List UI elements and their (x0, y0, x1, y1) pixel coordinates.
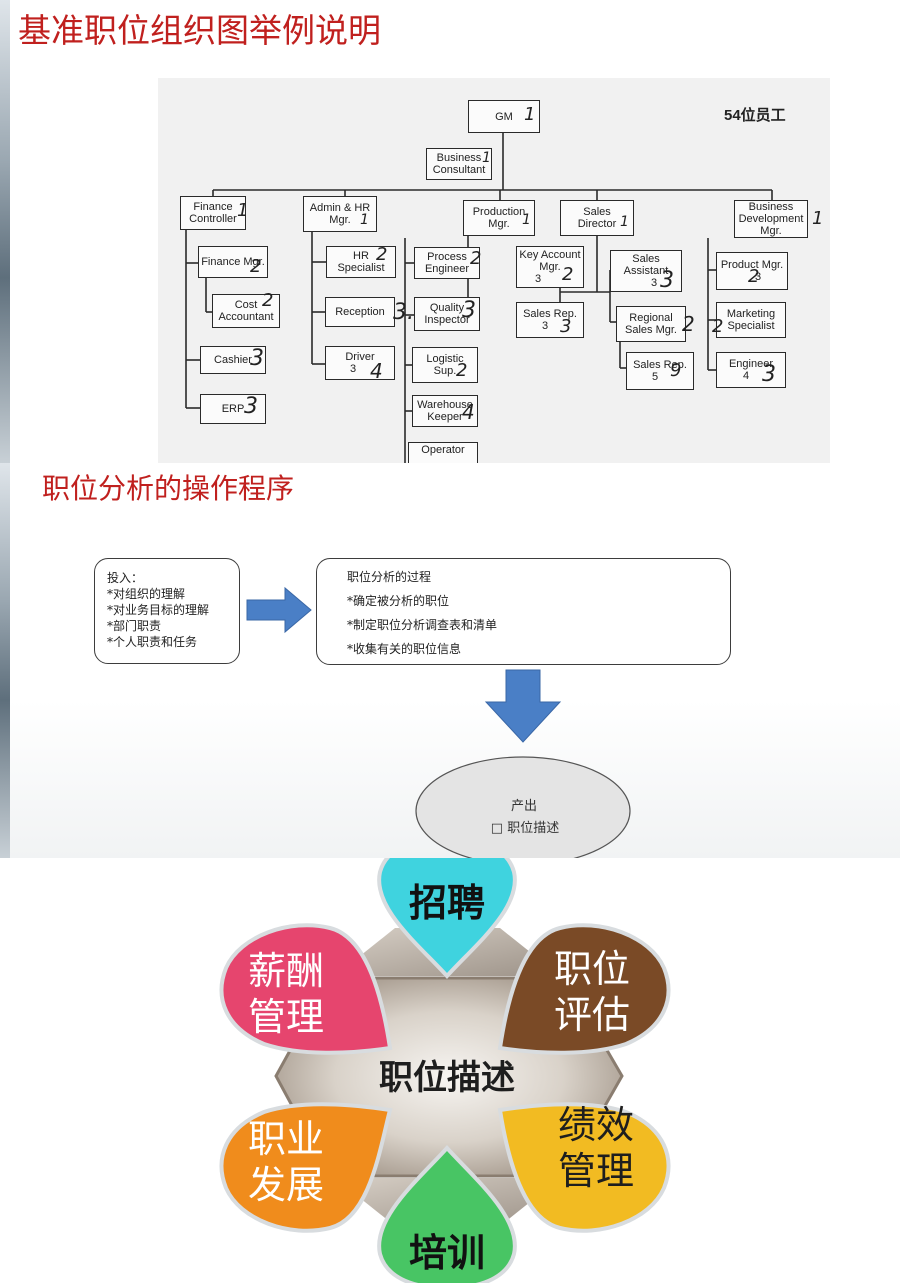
output-item: □ 职位描述 (490, 821, 560, 836)
org-box-sales-rep-1: Sales Rep.3 (516, 302, 584, 338)
input-line-3: *部门职责 (107, 619, 162, 633)
hand-num-ahr: 1 (360, 212, 369, 228)
input-line-1: *对组织的理解 (107, 587, 186, 601)
input-line-4: *个人职责和任务 (107, 635, 198, 649)
process-panel: 职位分析的操作程序 投入： *对组织的理解 *对业务目标的理解 *部门职责 *个… (0, 463, 900, 858)
hand-num-sa: 3 (660, 268, 674, 293)
hand-num-pe: 2 (470, 248, 482, 269)
petal-zhaopin (377, 858, 517, 979)
petal-jixiao-guanli (497, 1102, 671, 1233)
org-box-regional-sales-mgr: Regional Sales Mgr. (616, 306, 686, 342)
org-box-product-mgr: Product Mgr.3 (716, 252, 788, 290)
right-arrow (246, 586, 312, 634)
org-box-production-mgr: Production Mgr. (463, 200, 535, 236)
process-line-0: 职位分析的过程 (347, 570, 432, 584)
hand-num-rsm: 2 (682, 312, 695, 336)
org-box-cost-accountant: Cost Accountant (212, 294, 280, 328)
process-line-3: *收集有关的职位信息 (347, 642, 462, 656)
section2-title: 职位分析的操作程序 (42, 472, 295, 505)
hand-num-prod: 1 (522, 212, 531, 228)
org-box-process-engineer: Process Engineer (414, 247, 480, 279)
org-box-hr-specialist: HR Specialist (326, 246, 396, 278)
petal-label-jixiao-guanli: 绩效管理 (558, 1103, 635, 1193)
petal-peixun (377, 1145, 517, 1283)
hand-num-sd: 1 (620, 214, 629, 230)
petal-label-zhaopin: 招聘 (408, 881, 485, 925)
petal-label-zhiye-fazhan: 职业发展 (248, 1117, 325, 1207)
org-box-logistic-sup: Logistic Sup. (412, 347, 478, 383)
center-label: 职位描述 (379, 1058, 515, 1098)
org-box-finance-controller: Finance Controller (180, 196, 246, 230)
org-box-admin-hr-mgr: Admin & HR Mgr. (303, 196, 377, 232)
hand-num-sr2: 9 (670, 360, 682, 381)
left-decor-strip-2 (0, 463, 10, 858)
org-box-key-account-mgr: Key Account Mgr.3 (516, 246, 584, 288)
org-box-quality-inspector: Quality Inspector (414, 297, 480, 331)
petal-zhiye-fazhan (219, 1102, 393, 1233)
org-box-erp: ERP (200, 394, 266, 424)
org-box-sales-director: Sales Director (560, 200, 634, 236)
employee-count: 54位员工 (724, 107, 786, 124)
hand-num-fc: 1 (237, 200, 249, 221)
input-line-2: *对业务目标的理解 (107, 603, 210, 617)
hand-num-sr1: 3 (560, 316, 572, 337)
org-box-sales-rep-2: Sales Rep.5 (626, 352, 694, 390)
org-box-operator: Operator (408, 442, 478, 463)
section1-title: 基准职位组织图举例说明 (18, 11, 381, 50)
hand-num-qi: 3 (462, 298, 476, 323)
hand-num-cashier: 3 (250, 346, 264, 371)
org-box-business-consultant: Business Consultant (426, 148, 492, 180)
org-box-business-development-mgr: Business Development Mgr. (734, 200, 808, 238)
org-box-cashier: Cashier (200, 346, 266, 374)
left-decor-strip (0, 0, 10, 463)
down-arrow (484, 669, 562, 743)
hand-num-bd: 1 (812, 208, 824, 229)
hand-num-ca: 2 (262, 290, 274, 311)
hand-num-eng: 3 (762, 362, 776, 387)
hand-num-ms: 2 (712, 316, 724, 337)
hub-diagram (219, 858, 671, 1283)
org-box-reception: Reception (325, 297, 395, 327)
hand-num-wk: 4 (462, 400, 475, 424)
output-ellipse (415, 756, 631, 858)
petal-label-xinchou-guanli: 薪酬管理 (248, 949, 325, 1039)
hand-num-pm: 2 (748, 266, 760, 287)
process-box: 职位分析的过程 *确定被分析的职位 *制定职位分析调查表和清单 *收集有关的职位… (316, 558, 731, 665)
org-box-marketing-specialist: Marketing Specialist (716, 302, 786, 338)
hub-panel: 职位描述 招聘 职位评估 绩效管理 培训 职业发展 薪酬管理 (0, 858, 900, 1283)
hand-num-kam: 2 (562, 264, 574, 285)
input-line-0: 投入： (107, 571, 144, 585)
org-chart-lines (185, 132, 773, 463)
org-box-finance-mgr: Finance Mgr. (198, 246, 268, 278)
process-line-1: *确定被分析的职位 (347, 594, 450, 608)
petal-zhiwei-pinggu (497, 923, 671, 1055)
org-box-gm: GM (468, 100, 540, 133)
hand-num-hrs: 2 (376, 244, 388, 265)
petal-xinchou-guanli (219, 923, 393, 1055)
hand-num-gm: 1 (524, 104, 536, 125)
hand-num-bc: 1 (482, 150, 491, 166)
hand-num-rec: 3. (393, 300, 414, 325)
process-line-2: *制定职位分析调查表和清单 (347, 618, 498, 632)
input-box: 投入： *对组织的理解 *对业务目标的理解 *部门职责 *个人职责和任务 (94, 558, 240, 664)
hand-num-fm: 2 (250, 256, 262, 277)
petal-label-peixun: 培训 (408, 1231, 485, 1275)
output-title: 产出 (510, 799, 537, 814)
org-box-warehouse-keeper: Warehouse Keeper (412, 395, 478, 427)
petal-label-zhiwei-pinggu: 职位评估 (554, 947, 631, 1037)
hand-num-drv: 4 (370, 359, 383, 383)
hand-num-ls: 2 (456, 360, 468, 381)
hand-num-erp: 3 (244, 394, 258, 419)
org-chart-panel: 基准职位组织图举例说明 54位员工 (0, 0, 900, 463)
